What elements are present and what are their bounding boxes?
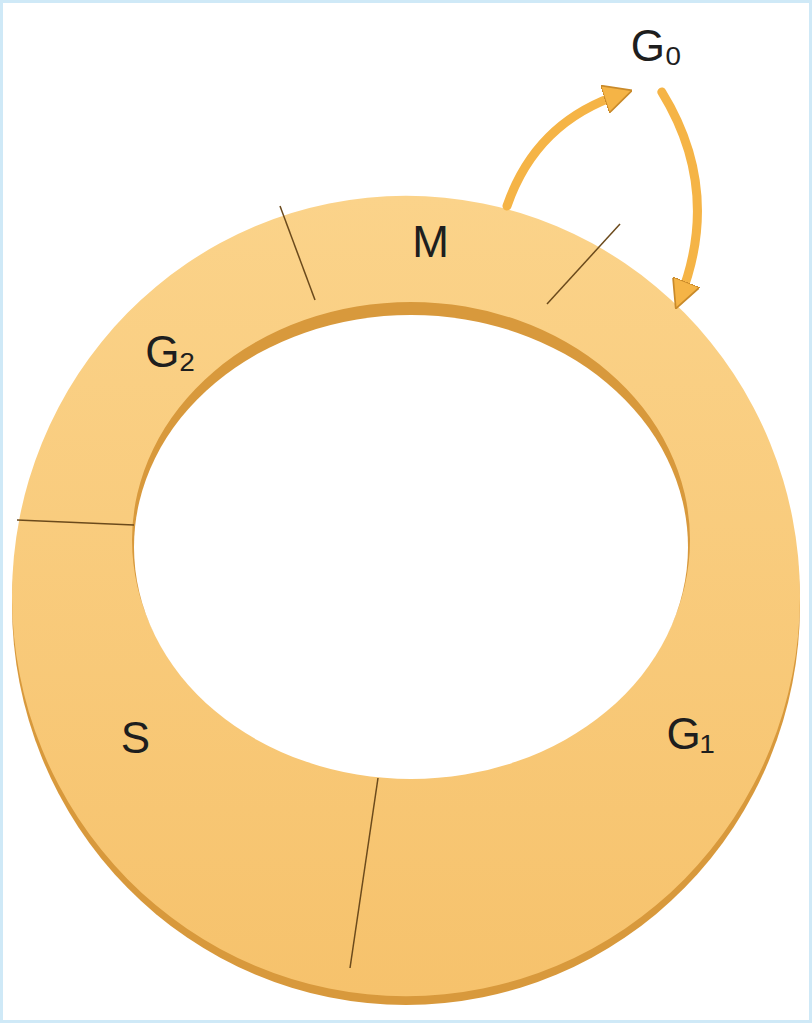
phase-segment: G₁ xyxy=(590,300,790,940)
transition-arrow xyxy=(662,92,698,298)
phase-name: S xyxy=(121,714,149,790)
phase-segment: M xyxy=(320,206,540,290)
phase-label: G₀ xyxy=(598,18,714,90)
phase-segment: G₂ xyxy=(100,320,240,404)
phase-name: G₀ xyxy=(631,22,682,90)
phase-name: M xyxy=(412,218,448,290)
phase-segment: S xyxy=(60,700,210,790)
phase-name: G₁ xyxy=(666,710,713,940)
transition-arrow xyxy=(507,94,621,206)
phase-name: G₂ xyxy=(145,328,194,404)
